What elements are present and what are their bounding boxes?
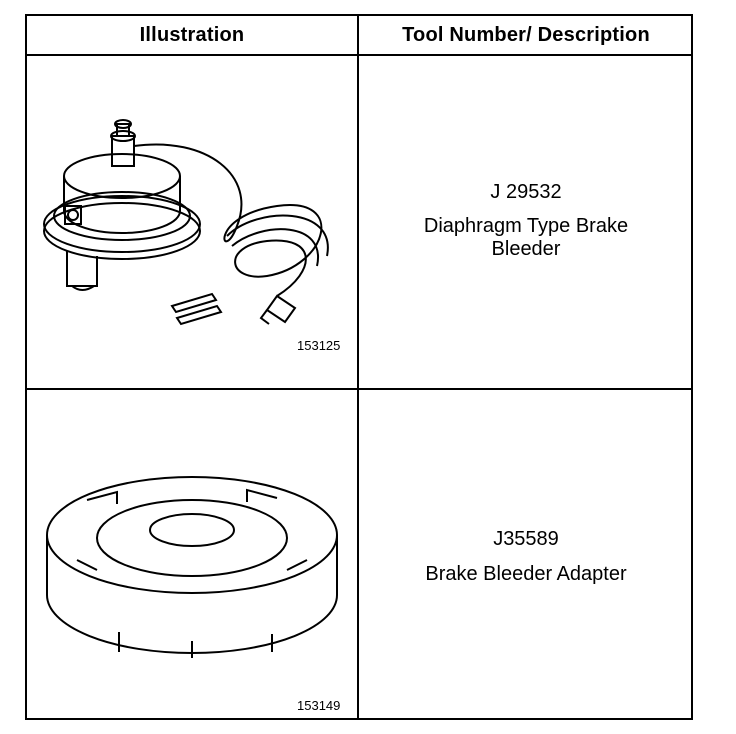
tool-number: J35589	[493, 528, 559, 550]
figure-number: 153125	[297, 338, 341, 353]
bleeder-adapter-drawing	[46, 476, 338, 658]
brake-bleeder-drawing	[43, 119, 329, 326]
header-divider	[27, 54, 691, 56]
header-tool-description: Tool Number/ Description	[402, 24, 650, 46]
tool-description-line1: Brake Bleeder Adapter	[425, 563, 627, 585]
illustration-bleeder-adapter	[27, 390, 357, 720]
tool-description-line1: Diaphragm Type Brake	[423, 215, 629, 237]
row-divider	[27, 388, 691, 390]
tool-description-line2: Bleeder	[491, 238, 561, 260]
tool-table: Illustration Tool Number/ Description	[25, 14, 693, 720]
column-divider	[357, 16, 359, 718]
header-illustration: Illustration	[139, 24, 245, 46]
tool-number: J 29532	[490, 181, 562, 203]
figure-number: 153149	[297, 698, 341, 713]
illustration-brake-bleeder	[27, 56, 357, 388]
